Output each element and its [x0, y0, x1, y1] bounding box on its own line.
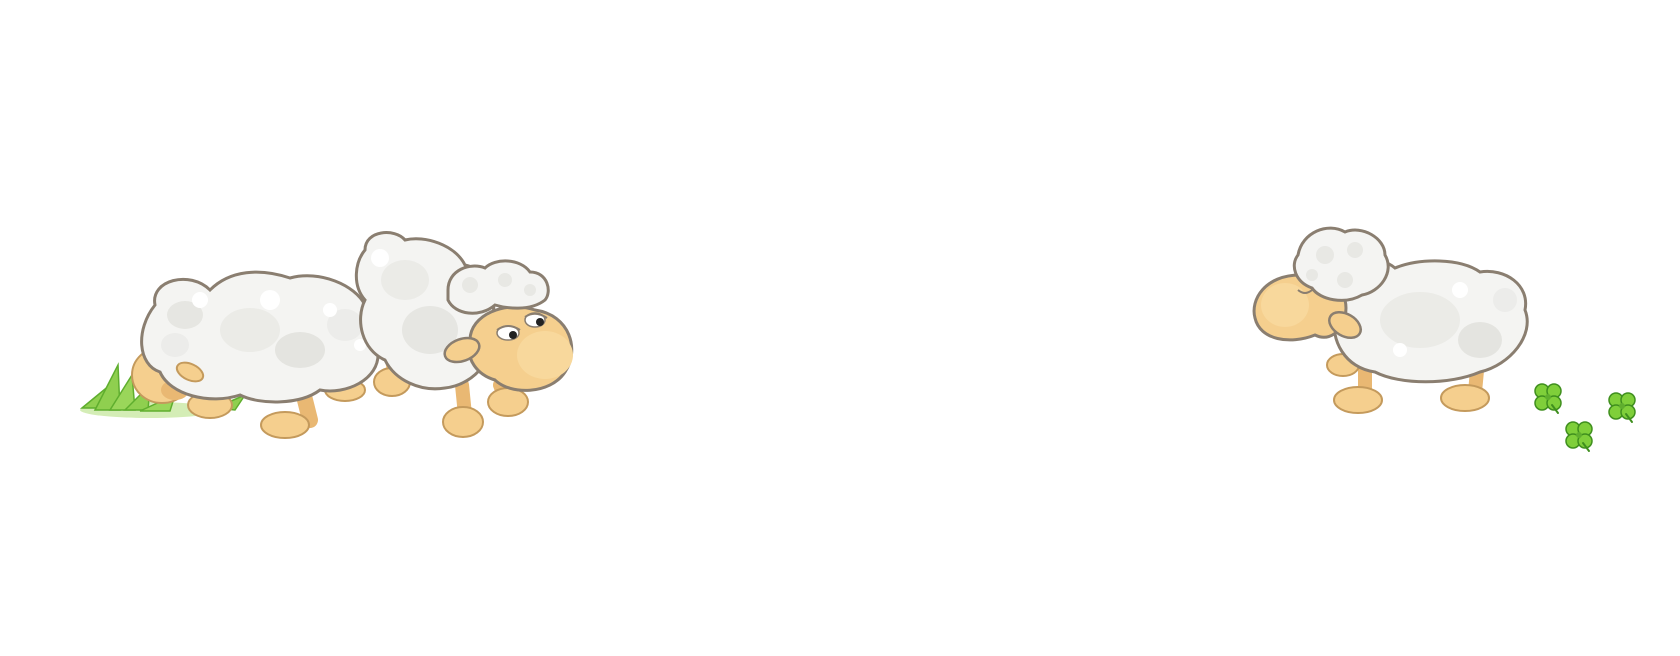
clover — [1608, 392, 1636, 423]
clover — [1534, 383, 1562, 414]
sheep-grazing — [131, 270, 390, 439]
clover — [1565, 421, 1593, 452]
sheep-leaning — [354, 231, 574, 438]
sheep-facing-left — [1252, 226, 1529, 414]
